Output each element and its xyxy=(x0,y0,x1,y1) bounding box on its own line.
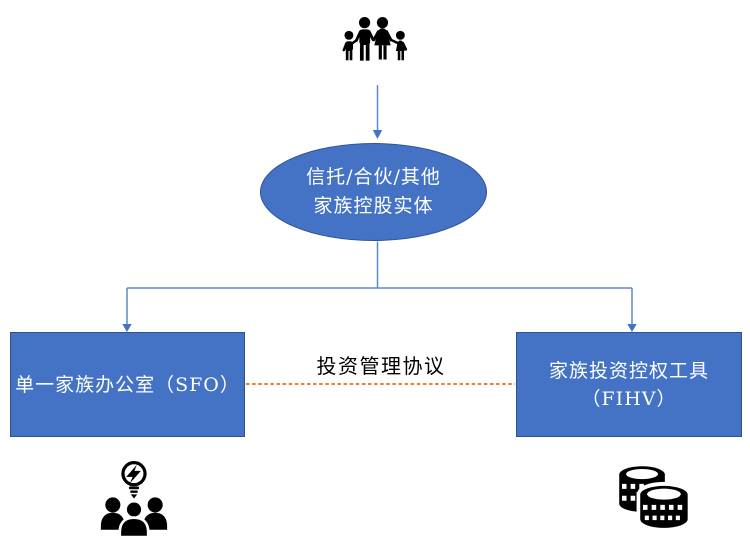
node-sfo: 单一家族办公室（SFO） xyxy=(10,332,245,437)
node-fihv: 家族投资控权工具 （FIHV） xyxy=(516,332,742,437)
fihv-line1: 家族投资控权工具 xyxy=(548,359,709,382)
fihv-line2: （FIHV） xyxy=(581,387,677,410)
holding-entity-line1: 信托/合伙/其他 xyxy=(306,166,441,188)
lightning-bolt-icon xyxy=(126,464,141,484)
agreement-label: 投资管理协议 xyxy=(316,354,446,378)
branch-entity-to-boxes xyxy=(122,241,637,332)
arrow-family-to-entity xyxy=(372,85,383,139)
node-holding-entity: 信托/合伙/其他 家族控股实体 xyxy=(260,143,487,241)
sfo-label: 单一家族办公室（SFO） xyxy=(15,373,240,396)
family-icon xyxy=(342,17,408,61)
holding-entity-line2: 家族控股实体 xyxy=(313,195,434,217)
coins-icon xyxy=(619,466,692,532)
team-idea-icon xyxy=(100,461,168,539)
